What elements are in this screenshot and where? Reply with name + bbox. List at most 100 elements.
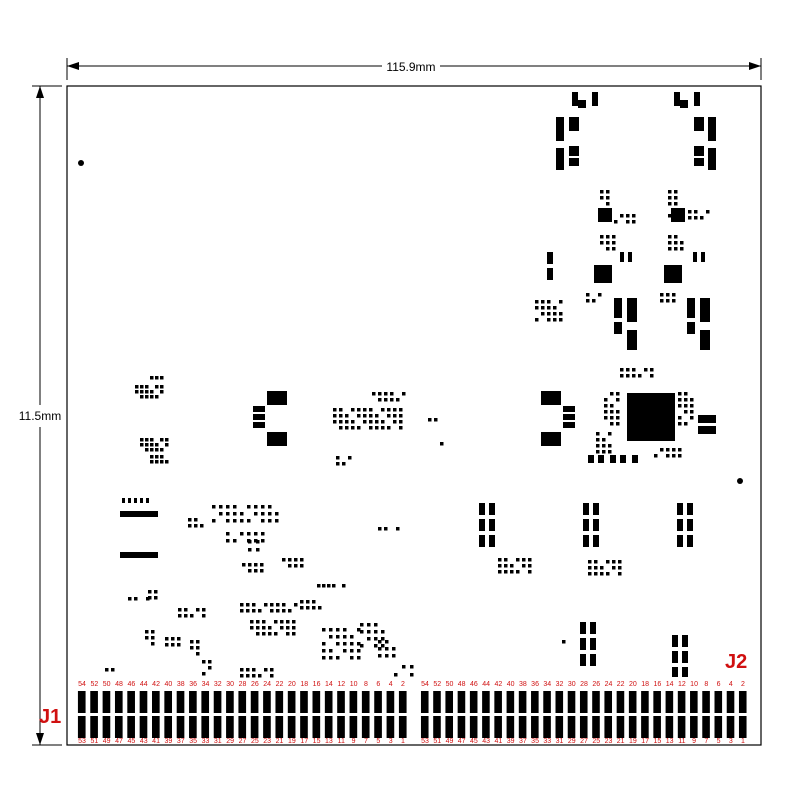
connector-pad-bottom: [677, 716, 686, 738]
smd-pad: [155, 460, 159, 464]
smd-pad: [261, 505, 265, 509]
smd-pad: [612, 566, 616, 570]
smd-pad: [322, 584, 326, 588]
smd-pad: [674, 202, 678, 206]
pin-number-top: 30: [568, 681, 576, 688]
smd-pad: [674, 247, 678, 251]
smd-pad: [385, 640, 389, 644]
smd-pad: [510, 570, 514, 574]
smd-pad: [345, 426, 349, 430]
smd-pad: [196, 652, 200, 656]
smd-pad: [678, 398, 682, 402]
smd-pad: [280, 620, 284, 624]
smd-pad: [339, 414, 343, 418]
smd-pad: [348, 456, 352, 460]
smd-pad: [150, 376, 154, 380]
smd-pad: [399, 414, 403, 418]
smd-pad: [381, 630, 385, 634]
smd-pad: [300, 600, 304, 604]
smd-pad: [247, 532, 251, 536]
smd-pad: [208, 660, 212, 664]
pin-number-top: 12: [337, 681, 345, 688]
smd-pad: [522, 558, 526, 562]
fiducial-mark: [78, 160, 84, 166]
smd-pad: [165, 637, 169, 641]
smd-pad: [547, 300, 551, 304]
pin-number-top: 54: [78, 681, 86, 688]
smd-pad: [668, 190, 672, 194]
smd-pad: [350, 635, 354, 639]
smd-pad: [626, 368, 630, 372]
pin-number-bottom: 15: [313, 738, 321, 745]
smd-pad: [140, 385, 144, 389]
height-dimension: 11.5mm: [19, 85, 62, 746]
connector-pad-top: [250, 691, 259, 713]
smd-pad: [632, 220, 636, 224]
pin-number-top: 20: [629, 681, 637, 688]
smd-pad: [666, 299, 670, 303]
smd-pad: [332, 584, 336, 588]
pin-number-top: 30: [226, 681, 234, 688]
connector-pad-bottom: [114, 716, 123, 738]
connector-pad-top: [543, 691, 551, 713]
smd-pad: [632, 368, 636, 372]
connector-pad-top: [518, 691, 527, 713]
pin-number-top: 8: [364, 681, 368, 688]
smd-pad: [329, 635, 333, 639]
smd-pad: [396, 398, 400, 402]
smd-pad: [390, 392, 394, 396]
width-dimension: 115.9mm: [66, 58, 762, 80]
pin-number-bottom: 1: [741, 738, 745, 745]
connector-pad-top: [176, 691, 185, 713]
smd-pad: [387, 414, 391, 418]
smd-pad: [327, 584, 331, 588]
smd-pad: [260, 569, 264, 573]
pin-number-top: 18: [300, 681, 308, 688]
smd-pad: [660, 293, 664, 297]
height-label: 11.5mm: [19, 409, 61, 423]
smd-pad: [345, 414, 349, 418]
smd-pad: [212, 519, 216, 523]
connector-pad-top: [616, 691, 625, 713]
smd-pad: [616, 416, 620, 420]
small-component-pads: [105, 190, 710, 678]
connector-pad-bottom: [420, 716, 429, 738]
smd-pad: [690, 416, 694, 420]
pin-number-top: 52: [433, 681, 441, 688]
pin-number-top: 12: [678, 681, 686, 688]
smd-pad: [357, 414, 361, 418]
smd-pad: [171, 643, 175, 647]
smd-pad: [202, 608, 206, 612]
smd-pad: [254, 505, 258, 509]
smd-pad: [369, 408, 373, 412]
smd-pad: [360, 644, 364, 648]
soic-footprint-upper: [120, 498, 158, 517]
pin-number-bottom: 43: [140, 738, 148, 745]
connector-pad-bottom: [201, 716, 210, 738]
smd-pad: [351, 408, 355, 412]
width-label: 115.9mm: [386, 60, 435, 74]
connector-pad-bottom: [579, 716, 588, 738]
smd-pad: [357, 426, 361, 430]
smd-pad: [165, 643, 169, 647]
smd-pad: [140, 438, 144, 442]
board-outline: [66, 85, 762, 746]
pin-number-bottom: 37: [177, 738, 185, 745]
smd-pad: [434, 418, 438, 422]
smd-pad: [504, 564, 508, 568]
smd-pad: [372, 392, 376, 396]
smd-pad: [375, 414, 379, 418]
connector-pad-bottom: [555, 716, 564, 738]
smd-pad: [188, 524, 192, 528]
smd-pad: [528, 558, 532, 562]
smd-pad: [616, 398, 620, 402]
smd-pad: [351, 420, 355, 424]
smd-pad: [252, 603, 256, 607]
smd-pad: [672, 454, 676, 458]
pin-number-bottom: 43: [482, 738, 490, 745]
smd-pad: [270, 603, 274, 607]
smd-pad: [396, 527, 400, 531]
soic-footprint-lower: [120, 552, 158, 558]
pin-number-top: 24: [263, 681, 271, 688]
smd-pad: [276, 609, 280, 613]
